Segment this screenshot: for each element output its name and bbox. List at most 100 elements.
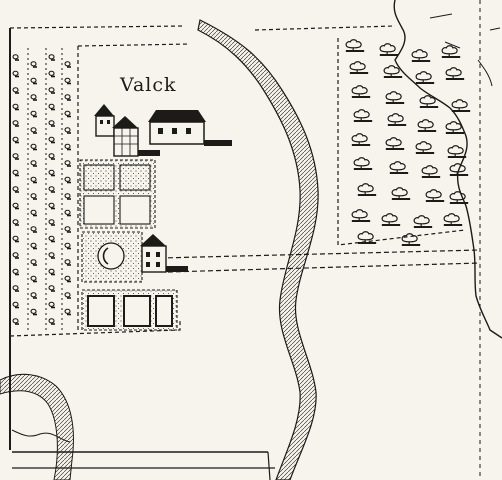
garden-plant: [64, 242, 72, 250]
main-house: [148, 110, 232, 146]
orchard-tree: [388, 160, 410, 175]
orchard-tree: [350, 208, 372, 223]
orchard-tree: [412, 214, 434, 229]
garden-plant: [12, 202, 20, 210]
orchard-tree: [416, 118, 438, 133]
garden-plant: [64, 291, 72, 299]
orchard-tree: [384, 90, 406, 105]
garden-plant: [12, 86, 20, 94]
garden-plant: [12, 185, 20, 193]
estate-label: Valck: [119, 74, 177, 96]
garden-plant: [48, 317, 56, 325]
orchard-tree: [448, 190, 470, 205]
garden-plant: [30, 308, 38, 316]
orchard-tree: [442, 212, 464, 227]
river-band: [197, 19, 319, 480]
orchard-tree: [400, 232, 422, 247]
garden-plant: [48, 152, 56, 160]
garden-plant: [30, 275, 38, 283]
garden-plant: [64, 93, 72, 101]
garden-plant: [64, 308, 72, 316]
garden-plant: [12, 268, 20, 276]
garden-plant: [64, 143, 72, 151]
garden-plant: [64, 192, 72, 200]
garden-plant: [12, 136, 20, 144]
orchard-tree: [352, 108, 374, 123]
orchard-tree: [386, 112, 408, 127]
garden-plant: [64, 159, 72, 167]
garden-plant: [12, 119, 20, 127]
small-house-1: [94, 104, 115, 137]
coastline-upper: [429, 13, 501, 87]
garden-plant: [48, 136, 56, 144]
garden-plant: [48, 218, 56, 226]
property-boundaries: [9, 0, 481, 480]
garden-plant: [64, 176, 72, 184]
garden-plant: [12, 169, 20, 177]
garden-plant: [48, 119, 56, 127]
garden-plant: [48, 103, 56, 111]
garden-plant: [30, 93, 38, 101]
orchard-tree: [384, 136, 406, 151]
garden-plant: [48, 301, 56, 309]
garden-plant: [12, 301, 20, 309]
garden-plant: [12, 235, 20, 243]
garden-plant: [30, 258, 38, 266]
garden-plant: [30, 60, 38, 68]
garden-plant: [64, 258, 72, 266]
garden-plant: [30, 225, 38, 233]
garden-plant: [48, 268, 56, 276]
garden-plant: [30, 110, 38, 118]
garden-plant: [48, 169, 56, 177]
garden-plant: [30, 192, 38, 200]
orchard-tree: [350, 132, 372, 147]
orchard-tree: [350, 84, 372, 99]
orchard-tree: [444, 66, 466, 81]
garden-plant: [12, 70, 20, 78]
garden-plant: [48, 70, 56, 78]
garden-plant: [12, 53, 20, 61]
orchard-tree: [450, 98, 472, 113]
orchard-tree: [420, 164, 442, 179]
garden-plant: [64, 60, 72, 68]
garden-plant: [12, 251, 20, 259]
garden-plant: [12, 152, 20, 160]
garden-plant: [48, 86, 56, 94]
garden-plant: [64, 126, 72, 134]
garden-plant: [30, 242, 38, 250]
orchard-tree: [356, 230, 378, 245]
garden-plant: [48, 202, 56, 210]
garden-plant: [30, 126, 38, 134]
garden-plant: [48, 251, 56, 259]
garden-plant: [64, 77, 72, 85]
orchard-tree: [378, 42, 400, 57]
orchard-tree: [348, 60, 370, 75]
creek-lower-left: [11, 429, 71, 443]
garden-plant: [64, 275, 72, 283]
garden-plant: [30, 291, 38, 299]
orchard-tree: [414, 70, 436, 85]
parterre-grid: [79, 159, 178, 331]
garden-plant: [30, 176, 38, 184]
garden-plant: [64, 209, 72, 217]
garden-plant: [12, 284, 20, 292]
garden-plant: [12, 317, 20, 325]
orchard-tree: [414, 140, 436, 155]
garden-plant: [12, 218, 20, 226]
garden-plant: [64, 110, 72, 118]
garden-plant: [12, 103, 20, 111]
garden-plant: [48, 53, 56, 61]
garden-plant: [64, 225, 72, 233]
garden-plant: [30, 143, 38, 151]
orchard-trees: [344, 38, 472, 247]
coastline: [393, 0, 502, 339]
garden-plant: [30, 77, 38, 85]
orchard-tree: [410, 48, 432, 63]
orchard-tree: [380, 212, 402, 227]
garden-plant: [48, 284, 56, 292]
garden-plant: [48, 185, 56, 193]
orchard-tree: [444, 120, 466, 135]
orchard-tree: [446, 144, 468, 159]
